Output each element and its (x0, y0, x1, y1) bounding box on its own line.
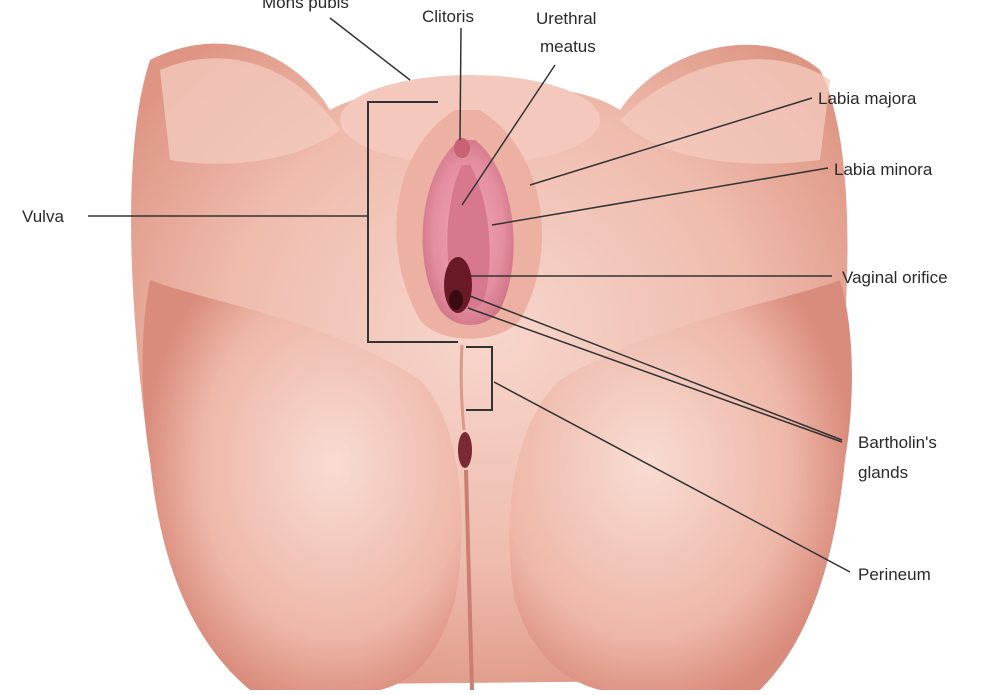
label-clitoris: Clitoris (422, 7, 474, 26)
leader-mons-pubis (330, 18, 410, 80)
anus-shape (458, 432, 472, 468)
leader-clitoris (460, 28, 461, 140)
label-vaginal-orifice: Vaginal orifice (842, 268, 948, 287)
label-vulva: Vulva (22, 207, 64, 226)
label-perineum: Perineum (858, 565, 931, 584)
orifice-depth (449, 290, 463, 310)
label-bartholins-2: glands (858, 463, 908, 482)
label-labia-majora: Labia majora (818, 89, 917, 108)
label-urethral-meatus-1: Urethral (536, 9, 596, 28)
clitoris-shape (454, 138, 470, 158)
label-bartholins-1: Bartholin's (858, 433, 937, 452)
label-urethral-meatus-2: meatus (540, 37, 596, 56)
label-mons-pubis: Mons pubis (262, 0, 349, 12)
label-labia-minora: Labia minora (834, 160, 933, 179)
